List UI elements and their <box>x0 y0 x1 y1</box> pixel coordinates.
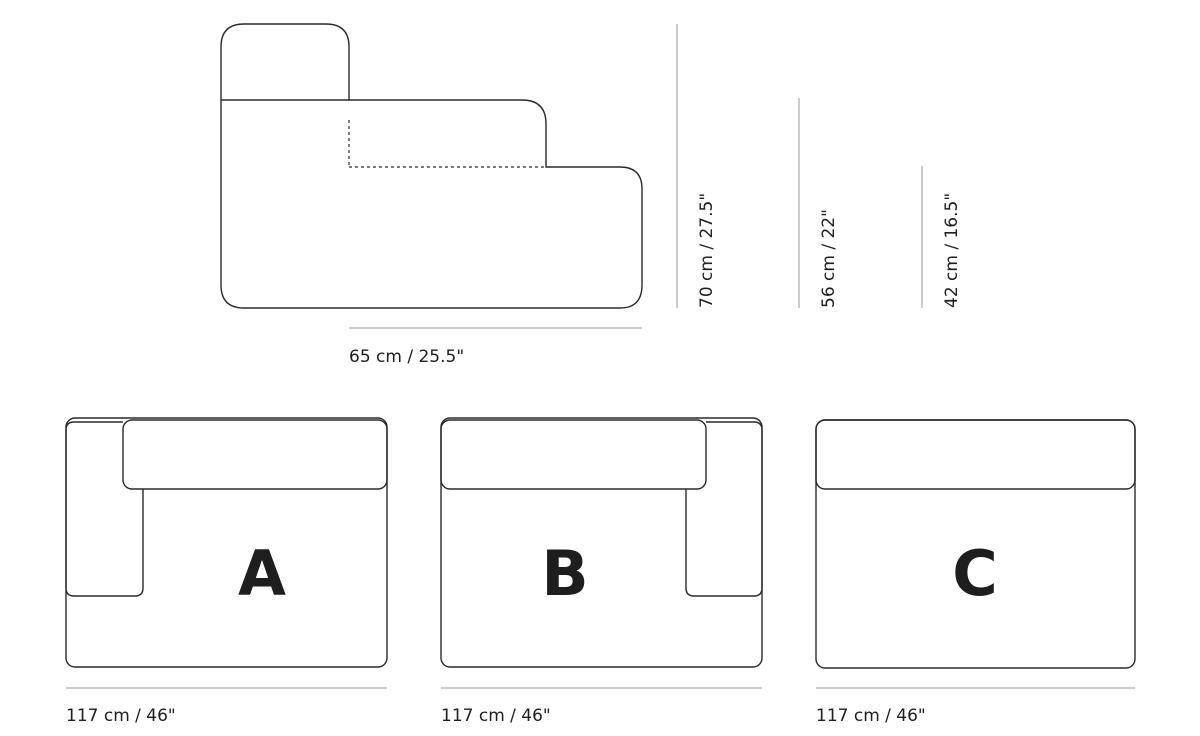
module-a: A 117 cm / 46" <box>65 417 388 726</box>
module-a-outline <box>65 417 388 668</box>
module-b-back-cushion <box>440 419 707 490</box>
module-a-left-armrest <box>65 421 144 597</box>
seat-height-label: 42 cm / 16.5" <box>942 193 962 308</box>
module-c-width-label: 117 cm / 46" <box>816 706 926 726</box>
side-view: 65 cm / 25.5" 70 cm / 27.5" 56 cm / 22" … <box>220 23 962 367</box>
module-a-back-cushion <box>122 419 388 490</box>
module-b: B 117 cm / 46" <box>440 417 763 726</box>
module-b-letter: B <box>541 537 588 610</box>
total-height-label: 70 cm / 27.5" <box>697 193 717 308</box>
module-b-outline <box>440 417 763 668</box>
module-b-right-armrest <box>685 421 763 597</box>
module-a-letter: A <box>238 537 286 610</box>
module-c-letter: C <box>952 537 998 610</box>
side-width-label: 65 cm / 25.5" <box>349 347 464 367</box>
module-c: C 117 cm / 46" <box>815 419 1136 726</box>
armrest-height-label: 56 cm / 22" <box>819 209 839 308</box>
side-view-outline <box>220 23 643 309</box>
module-a-width-label: 117 cm / 46" <box>66 706 176 726</box>
module-c-back-cushion <box>815 419 1136 490</box>
module-b-width-label: 117 cm / 46" <box>441 706 551 726</box>
